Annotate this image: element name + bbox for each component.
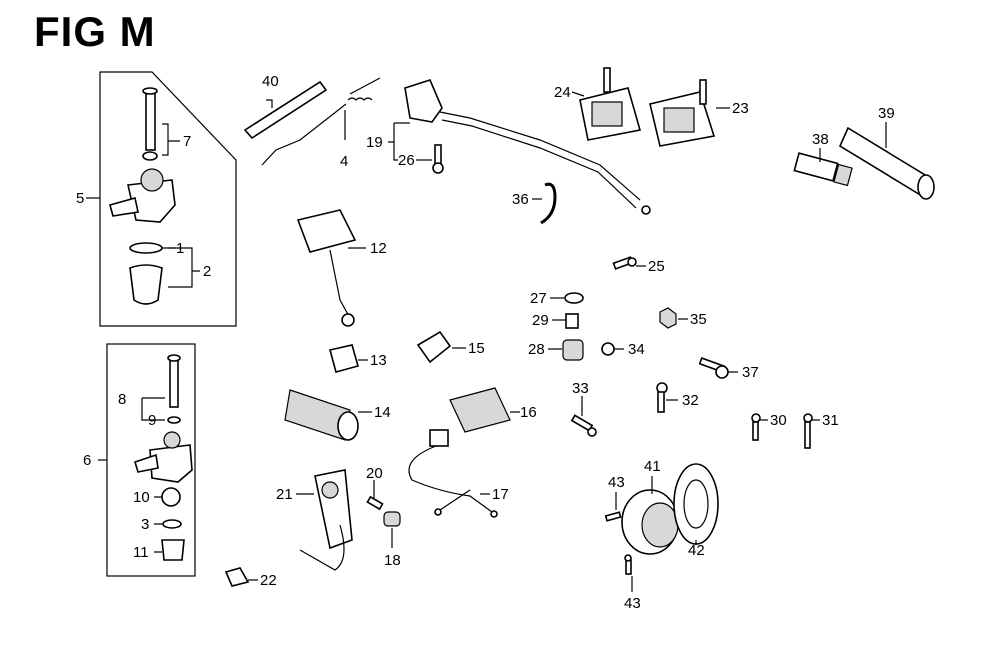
part-19-throttle-cable[interactable]: [404, 79, 651, 215]
part-12-ignition-switch[interactable]: [296, 209, 357, 327]
callout-34: 34: [628, 341, 645, 358]
callout-2: 2: [203, 263, 211, 280]
part-13-gasket[interactable]: [329, 344, 359, 373]
callout-27: 27: [530, 290, 547, 307]
part-40-pipe[interactable]: [243, 80, 328, 140]
part-33-bolt[interactable]: [570, 414, 597, 437]
callout-20: 20: [366, 465, 383, 482]
part-30-bolt[interactable]: [751, 413, 761, 441]
part-28-grommet[interactable]: [562, 339, 584, 361]
part-26-bolt[interactable]: [432, 144, 444, 174]
callout-42: 42: [688, 542, 705, 559]
part-4-spring[interactable]: [261, 77, 381, 166]
figure-title: FIG M: [34, 8, 156, 55]
callout-16: 16: [520, 404, 537, 421]
callout-31: 31: [822, 412, 839, 429]
callout-40: 40: [262, 73, 279, 90]
callout-24: 24: [554, 84, 571, 101]
part-29-collar[interactable]: [565, 313, 579, 329]
callout-9: 9: [148, 412, 156, 429]
callout-6: 6: [83, 452, 91, 469]
callout-28: 28: [528, 341, 545, 358]
part-34-nut[interactable]: [601, 342, 615, 356]
callout-38: 38: [812, 131, 829, 148]
callout-19: 19: [366, 134, 383, 151]
part-42-gasket[interactable]: [673, 463, 719, 545]
callout-23: 23: [732, 100, 749, 117]
part-2-fuel-cup[interactable]: [129, 264, 163, 305]
callout-21: 21: [276, 486, 293, 503]
part-16-ignition-coil[interactable]: [429, 387, 511, 447]
part-9-washer[interactable]: [167, 416, 181, 424]
callout-35: 35: [690, 311, 707, 328]
part-1-o-ring[interactable]: [129, 242, 163, 254]
part-17-wire-harness[interactable]: [408, 445, 498, 518]
callout-4: 4: [340, 153, 348, 170]
part-18-grommet[interactable]: [383, 511, 401, 527]
callout-39: 39: [878, 105, 895, 122]
callout-37: 37: [742, 364, 759, 381]
part-21-bracket[interactable]: [299, 469, 353, 571]
part-11-cup[interactable]: [161, 539, 185, 561]
part-27-washer[interactable]: [564, 292, 584, 304]
callout-30: 30: [770, 412, 787, 429]
callout-12: 12: [370, 240, 387, 257]
part-14-grip[interactable]: [284, 389, 359, 441]
callout-17: 17: [492, 486, 509, 503]
callout-43-upper: 43: [608, 474, 625, 491]
part-23-engine-mount[interactable]: [649, 79, 716, 147]
part-35-nut[interactable]: [659, 307, 677, 329]
callout-5: 5: [76, 190, 84, 207]
part-15-gasket[interactable]: [416, 330, 452, 364]
callout-32: 32: [682, 392, 699, 409]
callout-10: 10: [133, 489, 150, 506]
part-20-bolt[interactable]: [366, 495, 384, 511]
callout-26: 26: [398, 152, 415, 169]
part-5-fuel-valve[interactable]: [109, 168, 176, 223]
part-22-clip[interactable]: [224, 567, 250, 587]
part-3-o-ring[interactable]: [162, 519, 182, 529]
part-25-bolt[interactable]: [612, 256, 637, 270]
callout-labels: 1 2 3 4 5 6 7 8 9 10 11 12 13 14 15 16 1…: [76, 73, 895, 612]
callout-22: 22: [260, 572, 277, 589]
part-38-spark-plug[interactable]: [793, 152, 853, 187]
callout-11: 11: [133, 544, 149, 561]
callout-14: 14: [374, 404, 391, 421]
callout-18: 18: [384, 552, 401, 569]
part-24-engine-mount[interactable]: [579, 67, 642, 141]
part-8-bolt[interactable]: [167, 354, 181, 408]
callout-3: 3: [141, 516, 149, 533]
fuel-valve-group-box: [99, 71, 237, 327]
part-41-cover[interactable]: [621, 489, 679, 555]
part-39-plug-wrench[interactable]: [838, 126, 935, 200]
callout-25: 25: [648, 258, 665, 275]
callout-29: 29: [532, 312, 549, 329]
callout-36: 36: [512, 191, 529, 208]
part-10-strainer[interactable]: [161, 487, 181, 507]
part-7-bolt[interactable]: [142, 87, 158, 161]
part-43-bolt-upper[interactable]: [604, 511, 622, 522]
callout-41: 41: [644, 458, 661, 475]
callout-13: 13: [370, 352, 387, 369]
callout-15: 15: [468, 340, 485, 357]
callout-43-lower: 43: [624, 595, 641, 612]
callout-1: 1: [176, 240, 184, 257]
part-6-valve-body[interactable]: [134, 431, 193, 483]
part-36-clamp[interactable]: [540, 182, 557, 225]
part-37-bolt[interactable]: [698, 357, 729, 379]
callout-7: 7: [183, 133, 191, 150]
part-31-bolt[interactable]: [803, 413, 813, 449]
part-43-bolt-lower[interactable]: [624, 554, 632, 575]
callout-8: 8: [118, 391, 126, 408]
part-32-bolt[interactable]: [656, 382, 668, 413]
callout-33: 33: [572, 380, 589, 397]
